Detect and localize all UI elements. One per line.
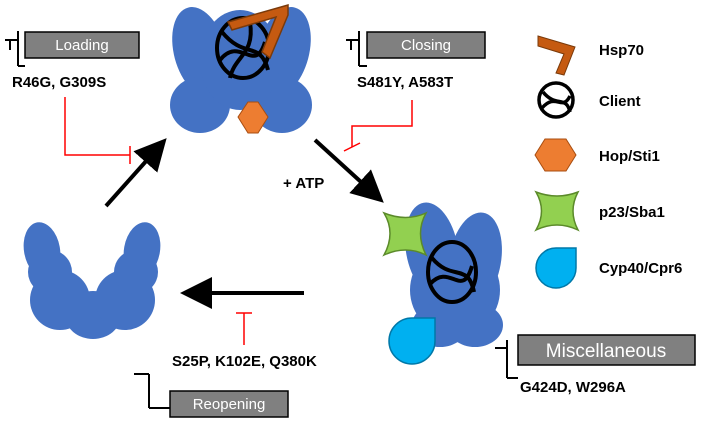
closing-mutations: S481Y, A583T	[357, 74, 453, 91]
legend-label-cyp40: Cyp40/Cpr6	[599, 260, 682, 277]
legend-label-client: Client	[599, 93, 641, 110]
legend-label-p23: p23/Sba1	[599, 204, 665, 221]
closing-inhibition-line	[351, 100, 413, 147]
reopening-stage: Reopening	[134, 373, 289, 418]
p23-star-icon	[534, 190, 580, 232]
client-tangle-icon	[537, 81, 575, 119]
arrow-loading-to-closed	[313, 138, 384, 203]
atp-label: + ATP	[283, 175, 324, 192]
misc-stage: Miscellaneous	[495, 334, 696, 379]
legend-label-hsp70: Hsp70	[599, 42, 644, 59]
reopening-stage-label: Reopening	[193, 396, 266, 413]
hop-hexagon-icon	[534, 138, 577, 172]
legend-label-hop: Hop/Sti1	[599, 148, 660, 165]
closing-stage: Closing	[346, 31, 486, 67]
hsp70-chevron-icon	[537, 35, 576, 76]
reopening-mutations: S25P, K102E, Q380K	[172, 353, 317, 370]
loading-complex	[170, 4, 312, 134]
loading-stage-label: Loading	[55, 37, 108, 54]
closing-stage-label: Closing	[401, 37, 451, 54]
cyp40-drop-icon	[535, 247, 577, 289]
loading-mutations: R46G, G309S	[12, 74, 106, 91]
closing-inhibition-bar	[343, 142, 361, 152]
loading-inhibition-line	[64, 97, 130, 156]
legend: Hsp70 Client Hop/Sti1 p23/Sba1 Cyp40/Cpr…	[534, 35, 682, 289]
open-dimer	[23, 222, 161, 339]
misc-mutations: G424D, W296A	[520, 379, 626, 396]
misc-stage-label: Miscellaneous	[546, 341, 666, 362]
arrow-open-to-loading	[104, 138, 167, 208]
closed-complex	[382, 202, 503, 365]
loading-stage: Loading	[5, 31, 140, 67]
